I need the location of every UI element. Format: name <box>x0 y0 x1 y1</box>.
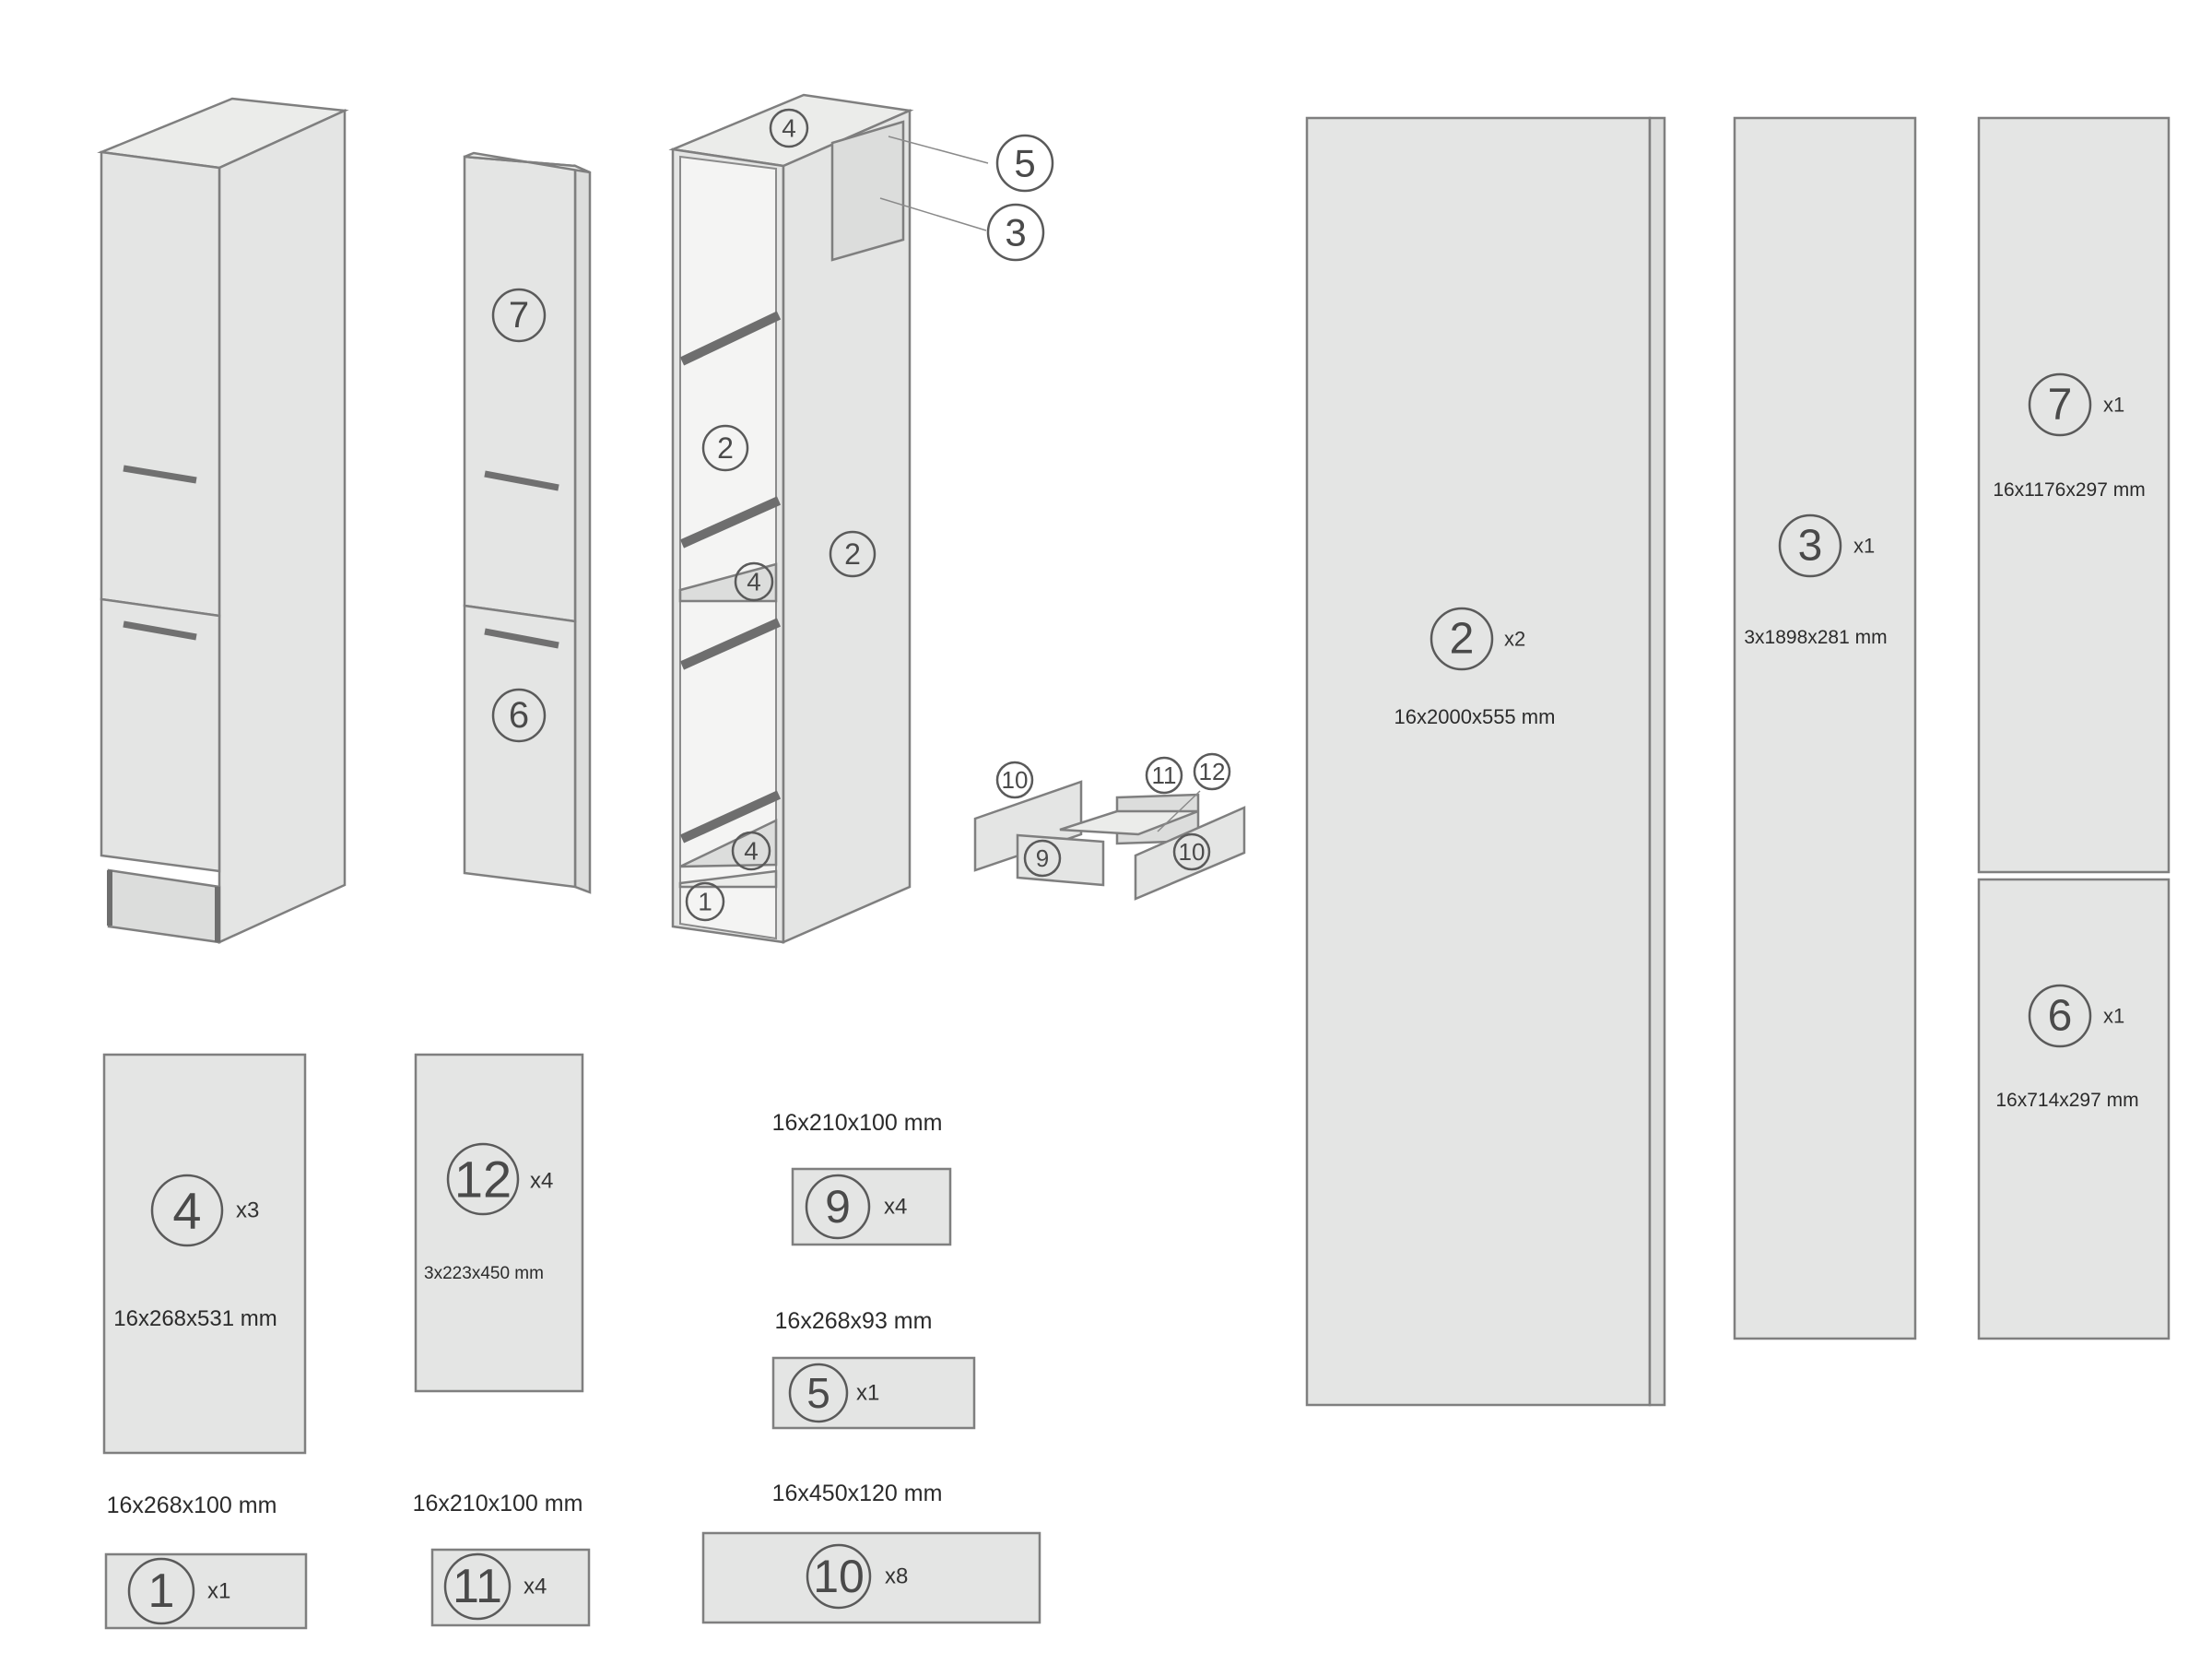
part-card-door-upper: 7 x1 16x1176x297 mm <box>1977 116 2171 874</box>
part-card-11: 16x210x100 mm 11 x4 <box>413 1491 591 1627</box>
part-dimensions: 16x268x100 mm <box>107 1493 277 1518</box>
part-card-5: 16x268x93 mm 5 x1 <box>771 1308 976 1430</box>
part-number: 5 <box>806 1369 830 1417</box>
part-card-door-lower: 6 x1 16x714x297 mm <box>1977 878 2171 1340</box>
callout-drawer-side-a: 11 <box>1152 761 1177 789</box>
callout-drawer-back: 9 <box>1036 844 1049 872</box>
part-dimensions: 16x714x297 mm <box>1995 1090 2138 1111</box>
callout-drawer-front-right: 10 <box>1179 838 1206 866</box>
part-dimensions: 16x1176x297 mm <box>1993 479 2145 501</box>
part-number: 2 <box>1450 615 1475 664</box>
part-number: 3 <box>1798 522 1823 571</box>
part-quantity: x1 <box>856 1381 879 1406</box>
part-dimensions: 16x210x100 mm <box>772 1110 943 1136</box>
part-quantity: x1 <box>2103 1005 2124 1028</box>
part-quantity: x4 <box>530 1169 553 1194</box>
door-front-assembly: 7 6 <box>463 151 592 894</box>
callout-drawer-front-left: 10 <box>1002 766 1029 794</box>
callout-side-outer: 2 <box>844 537 861 571</box>
callout-door-upper: 7 <box>509 295 529 336</box>
part-number: 6 <box>2048 992 2073 1041</box>
assembled-cabinet <box>97 97 349 944</box>
drawer-exploded: 10 11 12 9 10 <box>973 752 1246 901</box>
part-dimensions: 16x450x120 mm <box>772 1481 943 1506</box>
part-dimensions: 16x268x93 mm <box>775 1308 933 1334</box>
callout-drawer-side-b: 12 <box>1199 758 1226 785</box>
callout-shelf-middle: 4 <box>747 568 761 596</box>
part-dimensions: 16x210x100 mm <box>413 1491 583 1516</box>
part-number: 11 <box>453 1560 502 1613</box>
part-quantity: x1 <box>2103 394 2124 417</box>
part-quantity: x2 <box>1504 628 1525 651</box>
callout-back-small: 5 <box>1014 142 1035 185</box>
part-dimensions: 3x1898x281 mm <box>1744 627 1887 648</box>
callout-shelf-bottom: 4 <box>744 837 759 866</box>
part-dimensions: 16x2000x555 mm <box>1394 705 1556 728</box>
part-number: 7 <box>2048 381 2073 430</box>
part-card-1: 16x268x100 mm 1 x1 <box>104 1493 308 1630</box>
callout-back-panel: 3 <box>1005 211 1026 254</box>
part-number: 1 <box>148 1564 175 1618</box>
part-quantity: x8 <box>885 1564 908 1589</box>
part-quantity: x4 <box>884 1195 907 1220</box>
part-quantity: x1 <box>1853 535 1875 558</box>
part-number: 9 <box>825 1181 851 1233</box>
part-card-side: 2 x2 16x2000x555 mm <box>1305 116 1666 1407</box>
part-quantity: x1 <box>207 1579 230 1604</box>
part-number: 12 <box>454 1151 512 1209</box>
callout-top: 4 <box>782 114 796 143</box>
part-number: 4 <box>172 1182 201 1240</box>
part-card-drawer-bottom: 12 x4 3x223x450 mm <box>414 1053 584 1393</box>
callout-door-lower: 6 <box>509 695 529 736</box>
part-card-back: 3 x1 3x1898x281 mm <box>1733 116 1917 1340</box>
part-card-shelf: 4 x3 16x268x531 mm <box>102 1053 307 1455</box>
open-carcass: 4 5 3 2 2 4 4 1 <box>668 93 1054 944</box>
part-card-10: 16x450x120 mm 10 x8 <box>701 1481 1041 1624</box>
part-card-9: 16x210x100 mm 9 x4 <box>772 1110 952 1246</box>
part-number: 10 <box>813 1551 865 1602</box>
callout-side-inner: 2 <box>717 431 734 465</box>
part-quantity: x3 <box>236 1198 259 1223</box>
part-dimensions: 16x268x531 mm <box>113 1306 276 1331</box>
part-dimensions: 3x223x450 mm <box>424 1264 544 1283</box>
callout-plinth: 1 <box>698 888 712 916</box>
part-quantity: x4 <box>524 1575 547 1599</box>
